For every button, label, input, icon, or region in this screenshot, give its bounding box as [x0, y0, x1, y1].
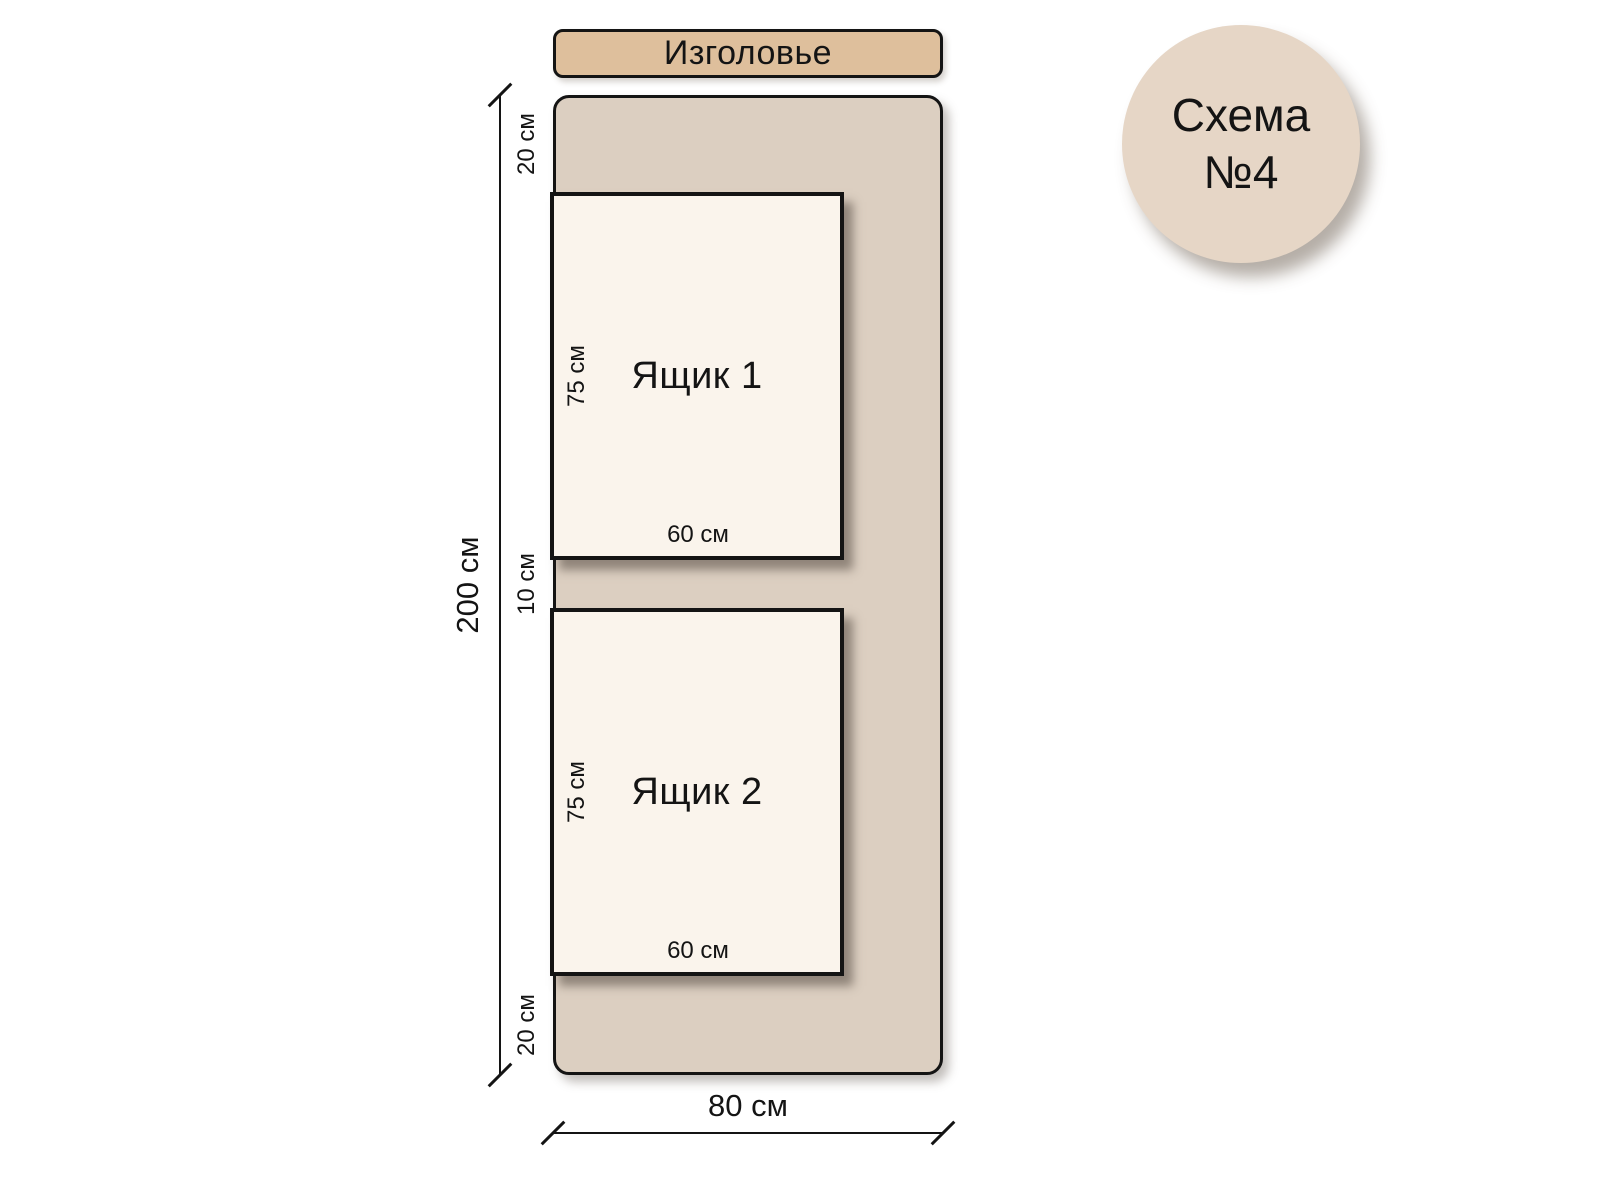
drawer-1-height-label: 75 см: [563, 345, 590, 407]
gap-bottom-label: 20 см: [513, 994, 540, 1056]
drawer-1: Ящик 1: [550, 192, 844, 560]
vertical-dimension-line: [499, 95, 501, 1075]
drawer-1-label: Ящик 1: [631, 354, 763, 397]
drawer-2-width-label: 60 см: [667, 937, 729, 964]
headboard-label: Изголовье: [663, 34, 833, 72]
gap-middle-label: 10 см: [513, 553, 540, 615]
total-width-label: 80 см: [708, 1088, 788, 1123]
scheme-badge-title: Схема: [1171, 88, 1311, 141]
drawer-2-label: Ящик 2: [631, 770, 763, 813]
total-height-label: 200 см: [450, 536, 485, 634]
scheme-badge-number: №4: [1203, 146, 1279, 198]
drawer-2: Ящик 2: [550, 608, 844, 976]
gap-top-label: 20 см: [513, 113, 540, 175]
drawer-1-width-label: 60 см: [667, 521, 729, 548]
scheme-badge: Схема №4: [1122, 25, 1360, 263]
drawer-2-height-label: 75 см: [563, 761, 590, 823]
headboard: Изголовье: [553, 29, 943, 78]
horizontal-dimension-line: [553, 1132, 943, 1134]
